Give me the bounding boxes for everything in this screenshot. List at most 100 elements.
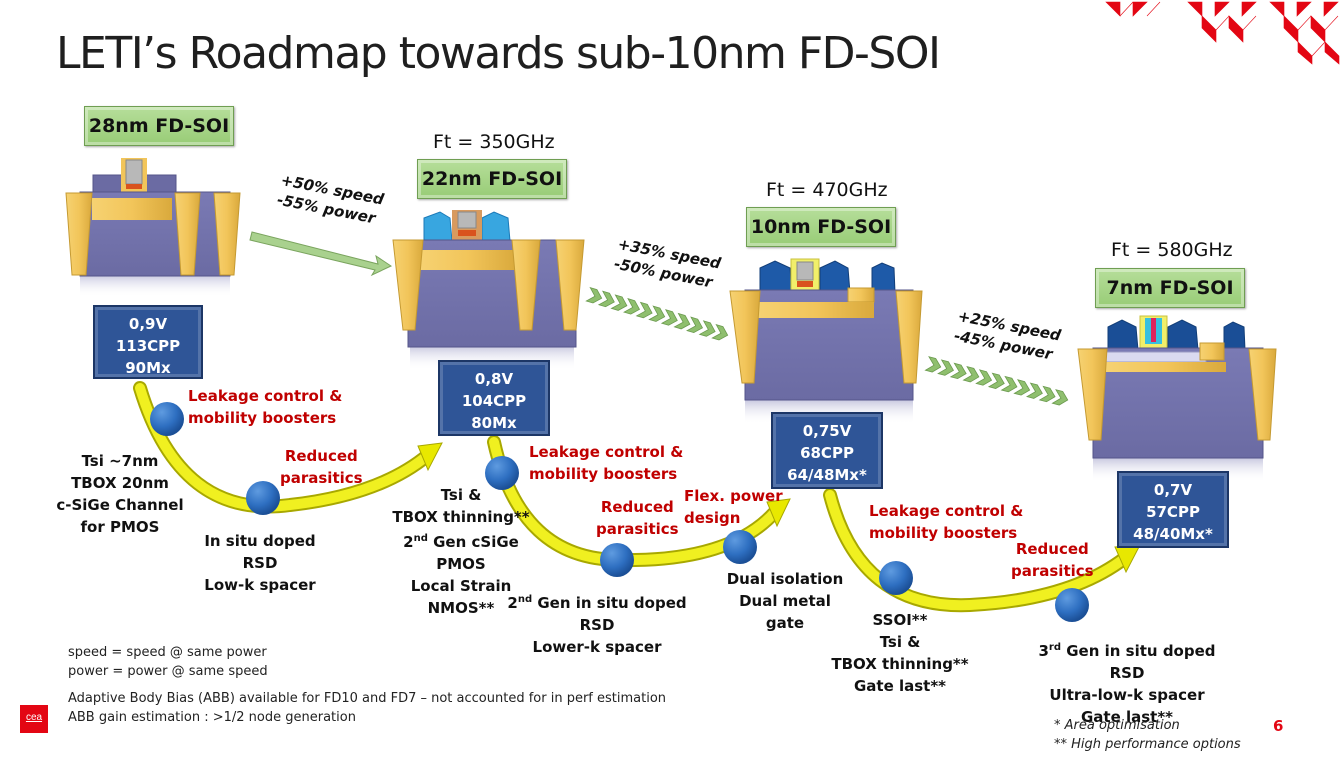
feature-line: Tsi ~7nm — [81, 452, 159, 470]
chevron-mark — [597, 290, 615, 308]
feature-line: TBOX 20nm — [71, 474, 169, 492]
feature-line: TBOX thinning** — [831, 655, 969, 673]
chevron-mark — [711, 323, 729, 341]
transition-1-mid-features: In situ doped RSD Low-k spacer — [185, 530, 335, 596]
ordinal: 3 — [1038, 642, 1049, 660]
feature-line: In situ doped RSD — [204, 532, 316, 572]
ordinal-suffix: nd — [517, 594, 533, 605]
progression-arc-1 — [133, 381, 443, 515]
chevron-mark — [975, 369, 993, 386]
spec-mx: 64/48Mx* — [787, 466, 867, 484]
abb-availability: Adaptive Body Bias (ABB) available for F… — [68, 691, 667, 706]
spec-mx: 48/40Mx* — [1133, 525, 1213, 543]
chevron-mark — [1025, 382, 1043, 399]
chevron-mark — [635, 301, 653, 319]
transition-3-label-parasitics: Reduced parasitics — [1011, 538, 1094, 582]
chevron-mark — [660, 309, 678, 326]
chevron-mark — [698, 320, 716, 337]
label-line: Reduced — [1015, 540, 1089, 558]
chevron-mark — [1051, 389, 1069, 406]
feature-line: for PMOS — [80, 518, 160, 536]
spec-voltage: 0,8V — [474, 370, 514, 388]
chevron-mark — [1000, 375, 1018, 393]
spec-voltage: 0,9V — [128, 315, 168, 333]
spec-cpp: 113CPP — [115, 337, 181, 355]
footnote-area: * Area optimisation — [1054, 718, 1180, 733]
transition-2-start-features: Tsi & TBOX thinning** 2nd Gen cSiGe PMOS… — [378, 484, 544, 619]
ordinal: 2 — [507, 594, 518, 612]
spec-voltage: 0,7V — [1153, 481, 1193, 499]
gain-chevrons-3 — [924, 356, 1069, 406]
chevron-mark — [949, 362, 967, 380]
label-line: Leakage control & — [188, 387, 343, 405]
feature-line: Dual metal gate — [739, 592, 831, 632]
chevron-mark — [924, 356, 942, 373]
spec-box-7nm: 0,7V 57CPP 48/40Mx* — [1117, 471, 1229, 548]
chevron-mark — [648, 305, 666, 322]
footnotes: * Area optimisation ** High performance … — [1054, 716, 1241, 754]
ft-22nm: Ft = 350GHz — [433, 131, 555, 153]
ordinal-suffix: nd — [413, 533, 428, 544]
label-line: Reduced — [600, 498, 674, 516]
chevron-mark — [610, 294, 628, 311]
feature-line: SSOI** — [872, 611, 928, 629]
label-line: Flex. power — [684, 487, 783, 505]
brand-cube-pattern — [1105, 1, 1340, 65]
chevron-mark — [1038, 385, 1056, 403]
chevron-mark — [686, 316, 704, 334]
transition-3-start-features: SSOI** Tsi & TBOX thinning** Gate last** — [830, 609, 970, 697]
ft-10nm: Ft = 470GHz — [766, 179, 888, 201]
feature-text: Gen in situ doped RSD — [1066, 642, 1216, 682]
spec-voltage: 0,75V — [802, 422, 852, 440]
node-label-22nm: 22nm FD-SOI — [417, 159, 567, 199]
feature-line: Lower-k spacer — [532, 638, 662, 656]
transition-3-label-leakage: Leakage control & mobility boosters — [869, 500, 1023, 544]
transition-2-end-features: Dual isolation Dual metal gate — [722, 568, 848, 634]
transistor-7nm — [1077, 315, 1277, 482]
spec-mx: 80Mx — [471, 414, 517, 432]
feature-text: Gen cSiGe PMOS — [433, 533, 519, 573]
transition-2-label-parasitics: Reduced parasitics — [596, 496, 679, 540]
transition-2-label-leakage: Leakage control & mobility boosters — [529, 441, 683, 485]
node-label-28nm: 28nm FD-SOI — [84, 106, 234, 146]
footnote-performance: ** High performance options — [1054, 737, 1241, 752]
chevron-mark — [673, 312, 691, 330]
label-line: mobility boosters — [869, 524, 1018, 542]
feature-line: Local Strain NMOS** — [410, 577, 512, 617]
transistor-22nm — [392, 210, 585, 370]
transition-1-label-parasitics: Reduced parasitics — [280, 445, 363, 489]
feature-line: Low-k spacer — [204, 576, 316, 594]
feature-line: Ultra-low-k spacer — [1049, 686, 1205, 704]
transistor-28nm — [65, 158, 241, 297]
chevron-mark — [1013, 379, 1031, 396]
label-line: parasitics — [596, 520, 679, 538]
page-number: 6 — [1273, 717, 1284, 735]
feature-line: Gate last** — [1080, 708, 1174, 726]
feature-line: Gate last** — [853, 677, 947, 695]
transistor-10nm — [729, 258, 923, 424]
feature-text: Gen in situ doped RSD — [537, 594, 687, 634]
chevron-mark — [585, 286, 603, 304]
feature-line: Tsi & — [440, 486, 482, 504]
spec-cpp: 57CPP — [1146, 503, 1200, 521]
progression-arc-2 — [485, 435, 791, 577]
chevron-mark — [962, 365, 980, 383]
gain-arrow-1 — [249, 231, 393, 277]
spec-box-22nm: 0,8V 104CPP 80Mx — [438, 360, 550, 436]
transition-2-label-flex-power: Flex. power design — [684, 485, 783, 529]
chevron-mark — [987, 372, 1005, 389]
chevron-mark — [623, 298, 641, 315]
ordinal-suffix: rd — [1048, 642, 1062, 653]
spec-box-28nm: 0,9V 113CPP 90Mx — [93, 305, 203, 379]
definitions-note: speed = speed @ same power power = power… — [68, 643, 268, 681]
feature-line: 3rd Gen in situ doped RSD — [1020, 637, 1234, 684]
transition-3-mid-features: 3rd Gen in situ doped RSD Ultra-low-k sp… — [1020, 637, 1234, 728]
spec-cpp: 68CPP — [800, 444, 854, 462]
transition-2-mid-features: 2nd Gen in situ doped RSD Lower-k spacer — [497, 589, 697, 658]
abb-note: Adaptive Body Bias (ABB) available for F… — [68, 689, 666, 727]
label-line: parasitics — [1011, 562, 1094, 580]
progression-arc-3 — [823, 488, 1141, 622]
feature-line: Tsi & — [879, 633, 921, 651]
speed-definition: speed = speed @ same power — [68, 645, 267, 660]
